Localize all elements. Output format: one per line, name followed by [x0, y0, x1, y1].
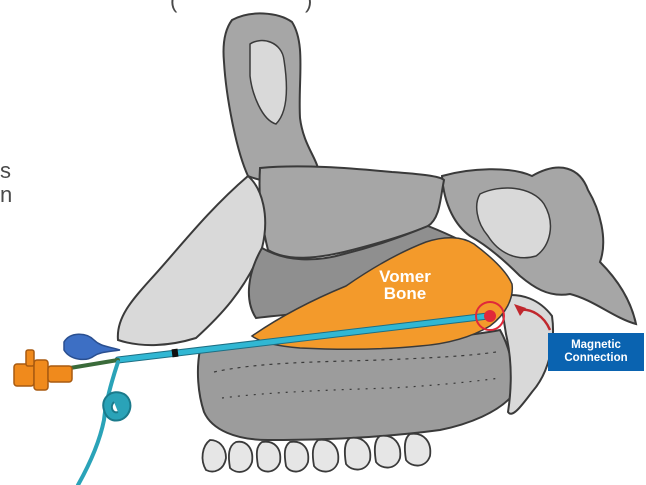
side-fragment-2: n — [0, 182, 12, 208]
header-fragment-2: ) — [305, 0, 312, 14]
callout-line1: Magnetic — [571, 339, 621, 352]
vomer-label-line2: Bone — [357, 285, 453, 302]
header-fragment: ( — [170, 0, 177, 14]
connector-hub-icon — [14, 350, 72, 390]
vomer-label-line1: Vomer — [357, 268, 453, 285]
tube-marker — [172, 349, 179, 358]
guide-wire — [70, 360, 118, 368]
vomer-bone-label: Vomer Bone — [357, 268, 453, 302]
branch-tube — [78, 362, 118, 485]
side-fragment-1: s — [0, 158, 11, 184]
clip-icon — [103, 392, 130, 420]
callout-line2: Connection — [564, 352, 627, 365]
magnetic-connection-callout: Magnetic Connection — [548, 333, 644, 371]
balloon-icon — [64, 334, 120, 359]
nasal-cartilage — [118, 176, 265, 345]
